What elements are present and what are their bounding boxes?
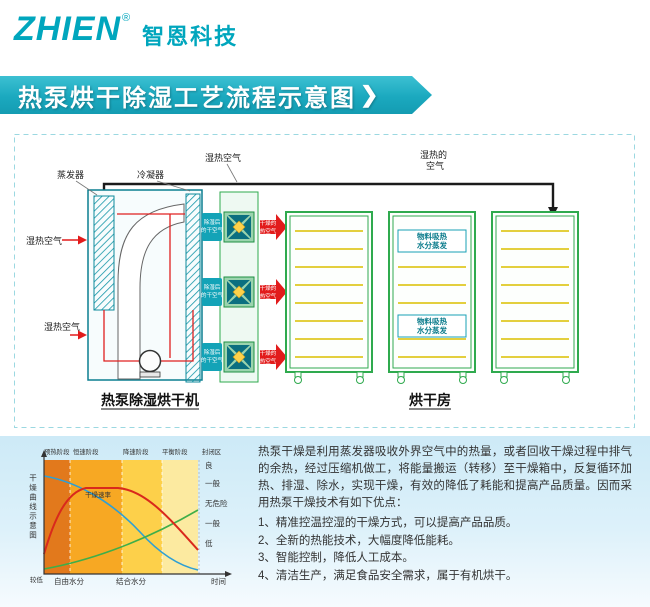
closed-zone-label: 封闭区 [202,449,222,456]
machine-caption: 热泵除湿烘干机 [101,392,199,408]
material-label: 物料吸热 [417,231,447,241]
phase-label-4: 平衡阶段 [162,449,188,456]
hot-air-arrow-label: 干燥的 [260,284,277,292]
advantage-point-4: 4、清洁生产，满足食品安全需求，属于有机烘干。 [258,569,518,582]
phase-label-3: 降速阶段 [123,449,149,456]
drying-cabinet-3 [491,211,579,385]
rate-curve-label: 干燥速率 [85,492,111,499]
refrigerant-lines [103,213,194,362]
drying-cabinet-1 [285,211,373,385]
hot-air-arrow-label: 热空气 [260,227,277,235]
fan-column [219,191,259,383]
fan-icon [223,341,255,373]
x-label-time: 时间 [211,577,226,586]
page-title: 热泵烘干除湿工艺流程示意图 [18,84,356,112]
process-diagram: 除湿后 的干空气 除湿后 的干空气 除湿后 的干空气 干燥的 热空气 干燥的 热… [0,128,650,436]
chart-y-label: 干燥曲线示意图 [28,474,38,541]
company-name: 智恩科技 [142,24,239,49]
quality-label-1: 良 [205,461,213,470]
moisture-curve [43,475,199,571]
evaporator-label: 蒸发器 [57,169,84,180]
x-label-free-water: 自由水分 [54,577,84,586]
evaporator-coil [93,195,115,311]
material-label: 水分蒸发 [417,325,447,335]
axes [41,450,232,577]
dry-air-label: 除湿后 [204,283,221,291]
drying-curve-chart: 干燥曲线示意图 预热阶段 恒速阶段 降速阶段 平衡阶段 封闭区 良 一般 无危险… [28,448,238,600]
dry-air-label: 的干空气 [201,356,224,364]
inlet-arrow-icon [78,330,87,340]
compressor [138,349,162,378]
drying-rate-curve [43,487,199,555]
material-label-box-2: 物料吸热 水分蒸发 [397,314,467,338]
description-paragraph: 热泵干燥是利用蒸发器吸收外界空气中的热量，或者回收干燥过程中排气的余热，经过压缩… [258,446,632,509]
dry-air-label-boxes: 除湿后 的干空气 除湿后 的干空气 除湿后 的干空气 [201,213,224,371]
dry-air-label: 的干空气 [201,226,224,234]
material-label: 物料吸热 [417,316,447,326]
condenser-label: 冷凝器 [137,169,164,180]
origin-label: 较低 [30,577,43,584]
hot-air-arrow-label: 热空气 [260,357,277,365]
heat-pump-machine [87,189,203,383]
material-label: 水分蒸发 [417,240,447,250]
quality-label-5: 低 [205,539,213,548]
humid-air-left-label-2: 湿热空气 [44,321,80,332]
description-block: 热泵干燥是利用蒸发器吸收外界空气中的热量，或者回收干燥过程中排气的余热，经过压缩… [258,444,632,585]
dry-air-label: 除湿后 [204,348,221,356]
hot-air-arrows: 干燥的 热空气 干燥的 热空气 干燥的 热空气 [260,214,287,370]
x-axis-arrow-icon [225,571,232,577]
drying-curve-svg [41,450,232,577]
quality-label-4: 一般 [205,519,220,528]
advantage-point-2: 2、全新的热能技术，大幅度降低能耗。 [258,534,460,547]
title-banner: 热泵烘干除湿工艺流程示意图 ❯ [0,76,432,114]
hot-air-arrow-label: 热空气 [260,292,277,300]
curves [43,475,199,571]
humid-air-right-label: 湿热的 [420,149,447,160]
captions: 热泵除湿烘干机 烘干房 [101,392,451,410]
logo: ZHIEN ® 智恩科技 [0,0,650,51]
air-duct [117,203,185,380]
logo-text: ZHIEN [14,10,121,48]
temperature-curve [43,509,199,570]
phase-label-1: 预热阶段 [44,449,70,456]
quality-label-3: 无危险 [205,499,228,508]
dry-air-label: 除湿后 [204,218,221,226]
advantage-point-3: 3、智能控制，降低人工成本。 [258,552,414,564]
phase-label-2: 恒速阶段 [73,449,99,456]
hot-air-arrow-label: 干燥的 [260,349,277,357]
y-axis-arrow-icon [41,450,47,457]
registered-mark: ® [122,12,131,24]
quality-label-2: 一般 [205,479,220,488]
header: ZHIEN ® 智恩科技 [0,0,650,62]
condenser-coil [185,193,201,383]
advantage-point-1: 1、精准控温控湿的干燥方式，可以提高产品品质。 [258,517,518,529]
inlet-arrows [62,235,87,340]
dry-air-label: 的干空气 [201,291,224,299]
material-label-box-1: 物料吸热 水分蒸发 [397,229,467,253]
fan-icon [223,276,255,308]
room-caption: 烘干房 [409,392,451,408]
phase-bands [44,460,200,574]
inlet-arrow-icon [78,235,87,245]
humid-air-top-label: 湿热空气 [205,152,241,163]
humid-air-left-label-1: 湿热空气 [26,235,62,246]
hot-air-arrow-label: 干燥的 [260,219,277,227]
component-labels: 蒸发器 冷凝器 湿热空气 湿热的 空气 湿热空气 湿热空气 [26,149,447,332]
fan-icon [223,211,255,243]
process-diagram-svg: 除湿后 的干空气 除湿后 的干空气 除湿后 的干空气 干燥的 热空气 干燥的 热… [14,134,635,428]
x-label-bound-water: 结合水分 [116,577,146,586]
chevron-right-icon: ❯ [360,82,379,107]
humid-air-right-label: 空气 [426,160,444,171]
